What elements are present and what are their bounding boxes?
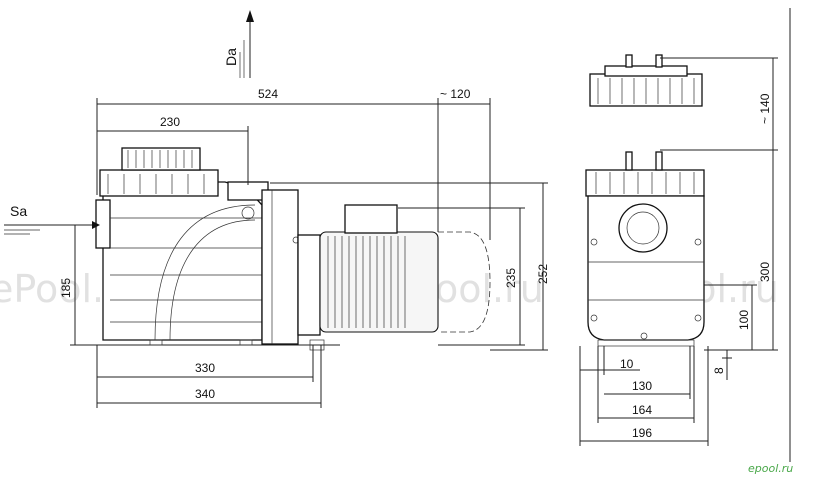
motor-body (319, 231, 439, 333)
lid (121, 147, 201, 171)
strainer-pot-rim (99, 169, 219, 197)
lid-ribs (127, 150, 193, 168)
discharge-label: Da (223, 48, 239, 66)
dim-foot-spacing-outer: 164 (632, 403, 652, 417)
inlet-flange (95, 199, 111, 249)
suction-label: Sa (10, 203, 27, 219)
dim-pump-body-length: 230 (160, 115, 180, 129)
dim-total-length: 524 (258, 87, 278, 101)
motor-adapter (261, 189, 299, 345)
dim-overall-height: 252 (536, 264, 550, 284)
front-view (585, 54, 705, 347)
fan-clearance-outline (438, 231, 491, 333)
front-dimensions: ~ 140 300 100 8 10 130 164 196 (579, 8, 791, 462)
dim-foot-offset: 10 (620, 357, 634, 371)
dim-base-overall: 340 (195, 387, 215, 401)
discharge-arrow: Da (223, 10, 254, 78)
dim-motor-height: 235 (504, 268, 518, 288)
front-feet (597, 339, 695, 347)
motor-flange (297, 234, 321, 336)
brand-logo: epool.ru (748, 462, 793, 475)
suction-arrow: Sa (4, 203, 100, 235)
side-dimensions: 524 ~ 120 230 185 235 252 330 340 (59, 87, 550, 408)
dim-lid-clearance: ~ 140 (758, 93, 772, 124)
suction-arrow-icon (92, 221, 100, 229)
dim-foot-thickness: 8 (712, 367, 726, 374)
dim-front-width: 196 (632, 426, 652, 440)
discharge-arrow-icon (246, 10, 254, 22)
pot-ribs (107, 174, 205, 194)
terminal-box (344, 204, 398, 234)
dim-inlet-height: 185 (59, 278, 73, 298)
motor-fins (327, 236, 406, 328)
dim-foot-spacing-inner: 130 (632, 379, 652, 393)
drain-plug (241, 206, 255, 220)
dim-fan-clearance: ~ 120 (440, 87, 471, 101)
front-lid (585, 169, 705, 197)
dim-front-height: 300 (758, 262, 772, 282)
dim-outlet-height: 100 (737, 310, 751, 330)
side-view (95, 147, 491, 351)
front-inlet-port (618, 203, 668, 253)
dim-base-to-motor: 330 (195, 361, 215, 375)
front-lid-ribs (597, 78, 695, 104)
pump-housing (102, 181, 263, 341)
